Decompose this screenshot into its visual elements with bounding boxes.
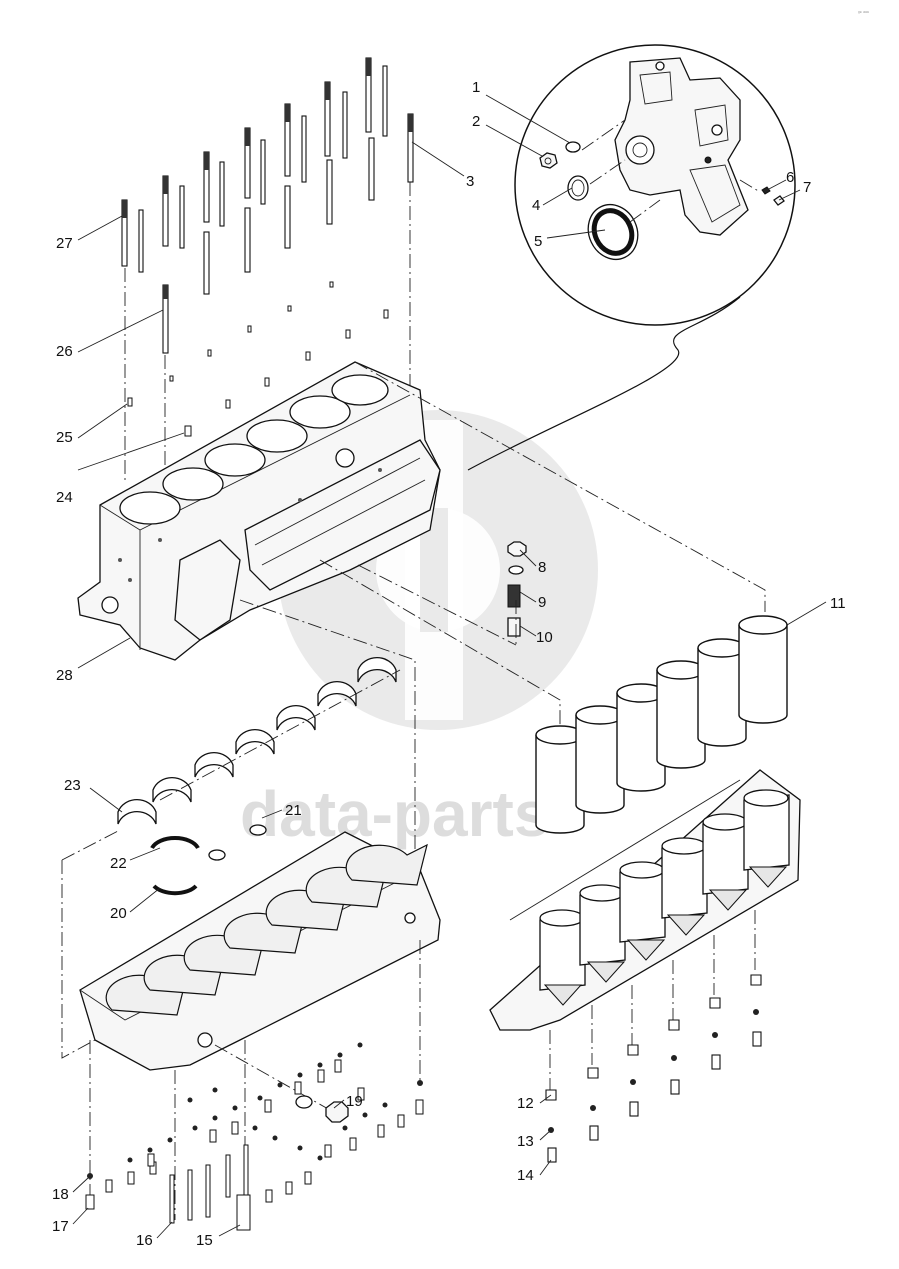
callout-2: 2 (472, 113, 480, 130)
callout-23: 23 (64, 777, 81, 794)
callout-14: 14 (517, 1167, 534, 1184)
callout-22: 22 (110, 855, 127, 872)
callout-16: 16 (136, 1232, 153, 1249)
seal-4 (567, 175, 589, 201)
main-bearing-shells (117, 656, 397, 825)
thrust-washers (150, 824, 267, 896)
cylinder-block (77, 361, 441, 661)
callout-28: 28 (56, 667, 73, 684)
callout-19: 19 (346, 1093, 363, 1110)
plug-2 (539, 152, 558, 169)
callout-24: 24 (56, 489, 73, 506)
corner-mark: ᵍᵉ ᵃᵃᵃ (858, 10, 869, 16)
cylinder-liners (535, 615, 788, 834)
callout-20: 20 (110, 905, 127, 922)
leader-lines (72, 94, 827, 1239)
callout-8: 8 (538, 559, 546, 576)
callout-12: 12 (517, 1095, 534, 1112)
callout-5: 5 (534, 233, 542, 250)
o-ring-1 (565, 141, 581, 153)
screw-7 (773, 195, 785, 206)
callout-18: 18 (52, 1186, 69, 1203)
callout-10: 10 (536, 629, 553, 646)
detail-magnifier (467, 44, 796, 471)
callout-13: 13 (517, 1133, 534, 1150)
callout-17: 17 (52, 1218, 69, 1235)
callout-26: 26 (56, 343, 73, 360)
lower-bolts (85, 940, 424, 1231)
assembled-block-with-liners (489, 769, 801, 1163)
callout-11: 11 (830, 595, 846, 612)
front-cover-housing (614, 57, 749, 236)
cylinder-head-bolts (121, 57, 414, 480)
callout-21: 21 (285, 802, 302, 819)
callout-27: 27 (56, 235, 73, 252)
callout-7: 7 (803, 179, 811, 196)
callout-labels: 1 2 3 4 5 6 7 8 9 10 11 12 13 14 15 16 1… (52, 79, 846, 1249)
lower-crankcase (61, 829, 441, 1111)
valve-assembly-8-10 (507, 541, 527, 648)
callout-25: 25 (56, 429, 73, 446)
washer-6 (761, 186, 771, 195)
callout-6: 6 (786, 169, 794, 186)
callout-9: 9 (538, 594, 546, 611)
callout-1: 1 (472, 79, 480, 96)
callout-15: 15 (196, 1232, 213, 1249)
callout-4: 4 (532, 197, 540, 214)
watermark-text: data-parts (240, 778, 549, 850)
seal-ring-5 (587, 204, 639, 260)
callout-3: 3 (466, 173, 474, 190)
